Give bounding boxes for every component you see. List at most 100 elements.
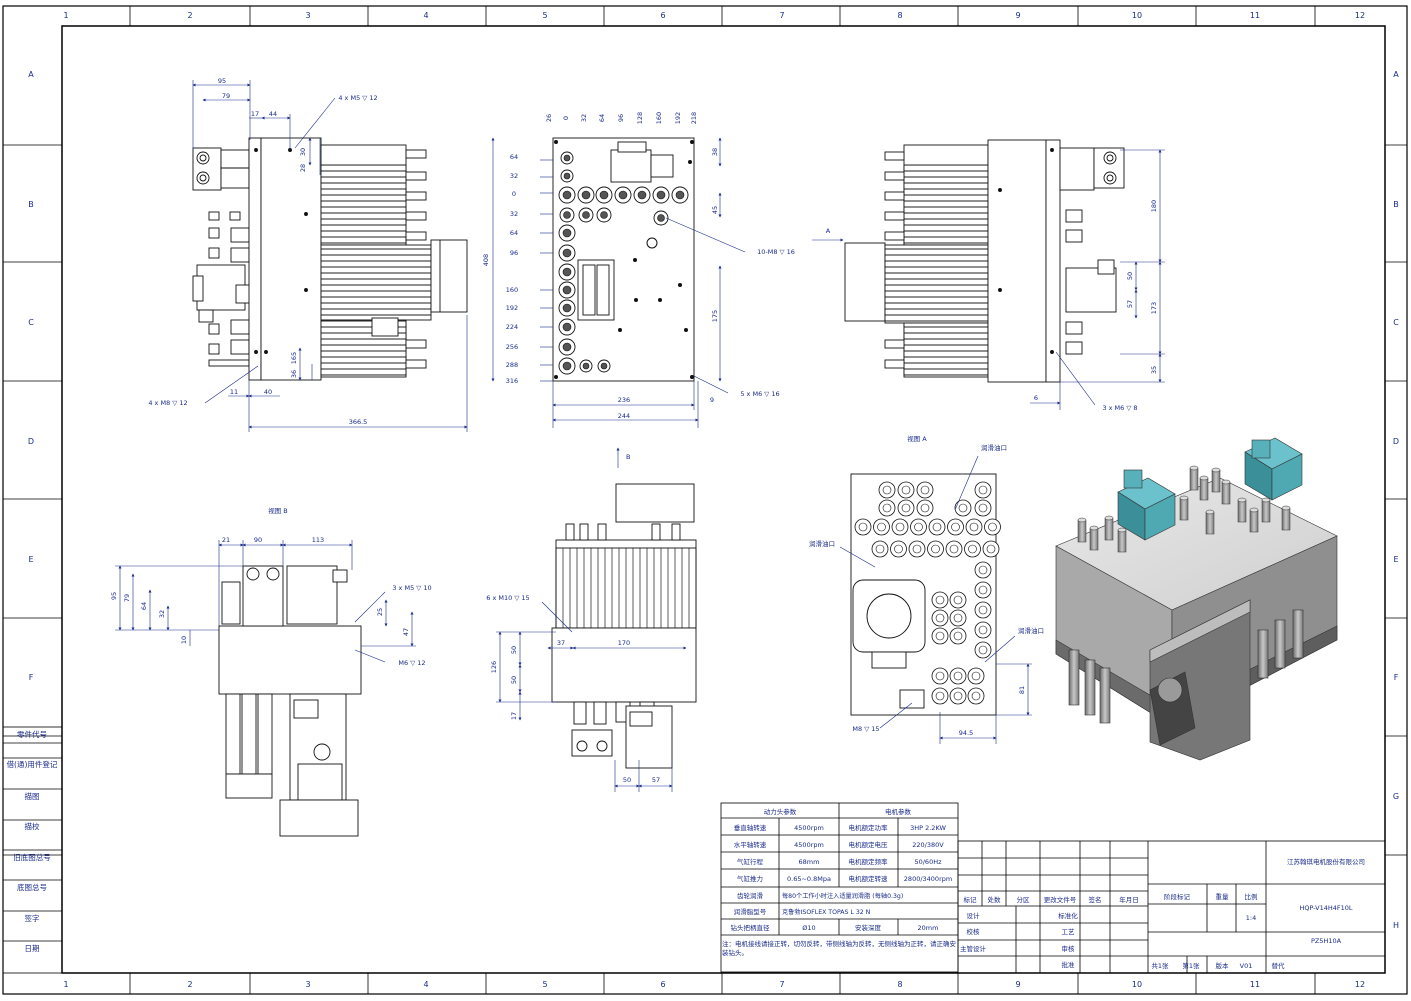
sign-label: 设计: [967, 911, 981, 920]
col-label: 12: [1355, 980, 1365, 989]
col-label: 8: [897, 11, 902, 20]
rev-header: 标记: [964, 895, 978, 904]
spindle-core: [562, 361, 572, 371]
param-cell: 电机额定功率: [849, 823, 889, 832]
dim-36: 36: [290, 370, 298, 378]
bolt-hole: [554, 140, 558, 144]
dim: 26: [545, 114, 553, 122]
col-label: 7: [779, 11, 784, 20]
view-a-title: 视图 A: [907, 434, 927, 443]
spindle-core: [563, 211, 571, 219]
sheet-total: 共1张: [1151, 961, 1169, 970]
dim-21: 21: [222, 536, 230, 544]
row-label: A: [1393, 70, 1399, 79]
dim-236: 236: [618, 396, 630, 404]
spindle-core: [953, 595, 963, 605]
sheet-number: 第1张: [1182, 961, 1200, 970]
dim: 38: [711, 148, 719, 156]
replace-label: 替代: [1272, 961, 1286, 970]
scale-value: 1:4: [1246, 914, 1256, 922]
spindle-post-top: [1237, 497, 1247, 503]
param-cell: Ø10: [802, 924, 815, 932]
col-label: 9: [1015, 11, 1020, 20]
dim: 96: [617, 114, 625, 122]
spindle-core: [894, 544, 903, 554]
callout-10-M8: 10-M8 ▽ 16: [757, 248, 795, 256]
spindle-core: [581, 190, 591, 200]
dim: 288: [506, 361, 518, 369]
rev-header: 分区: [1017, 895, 1031, 904]
bolt-hole: [633, 258, 637, 262]
dim-28: 28: [299, 164, 307, 172]
spindle-post: [1261, 499, 1271, 523]
param-cell: 0.65~0.8Mpa: [787, 875, 831, 883]
col-label: 7: [779, 980, 784, 989]
bolt-hole: [688, 160, 692, 164]
dim-50a: 50: [510, 646, 518, 654]
row-label: D: [28, 437, 34, 446]
spindle-core: [657, 214, 665, 222]
dim-95b: 95: [110, 592, 118, 600]
side-table-label: 描图: [25, 791, 40, 801]
view-b-dims: [115, 540, 416, 663]
plan-view-top-dims: [491, 137, 746, 428]
col-label: 11: [1250, 980, 1260, 989]
dim: 192: [674, 112, 682, 124]
company-name: 江苏翰琪电机股份有限公司: [1287, 857, 1365, 866]
view-arrow-b-label: B: [626, 453, 630, 461]
spindle-core: [949, 544, 959, 554]
side-view-left-dims: [192, 80, 468, 432]
dim-79: 79: [222, 92, 230, 100]
bolt-hole: [684, 328, 688, 332]
spindle-core: [971, 671, 981, 681]
view-b-title: 视图 B: [268, 506, 288, 515]
dim-244: 244: [618, 412, 630, 420]
spindle-core: [969, 522, 979, 532]
sign-label: 主管设计: [960, 944, 987, 953]
dim: 256: [506, 343, 518, 351]
dim-165: 165: [290, 352, 298, 364]
param-cell: 20mm: [918, 924, 939, 932]
dim-44: 44: [269, 110, 277, 118]
spindle-core: [562, 342, 572, 352]
row-label: F: [29, 673, 34, 682]
spindle-core: [618, 190, 628, 200]
stage-label: 阶段标记: [1164, 892, 1191, 901]
lube-port-label: 润滑油口: [809, 539, 835, 548]
col-label: 12: [1355, 11, 1365, 20]
row-label: B: [28, 200, 34, 209]
dim: 160: [506, 286, 518, 294]
col-label: 6: [660, 11, 665, 20]
param-cell: 安装深度: [855, 923, 882, 932]
spindle-core: [656, 190, 666, 200]
dim: 128: [636, 112, 644, 124]
dim-94-5: 94.5: [959, 729, 973, 737]
param-cell: 3HP 2.2KW: [910, 824, 946, 832]
row-label: C: [1393, 318, 1399, 327]
spindle-post: [1249, 509, 1259, 533]
sign-label: 校核: [967, 927, 981, 936]
dim: 64: [510, 229, 518, 237]
bolt-hole: [554, 375, 558, 379]
param-cell: 电机额定频率: [849, 857, 889, 866]
spindle-post: [1077, 519, 1087, 543]
dim-10b: 10: [180, 636, 188, 644]
row-label: E: [28, 555, 33, 564]
param-cell: 220/380V: [912, 841, 944, 849]
spindle-core: [858, 522, 868, 532]
dim: 32: [510, 210, 518, 218]
spindle-core: [562, 190, 572, 200]
dim-90: 90: [254, 536, 262, 544]
spindle-core: [978, 625, 988, 635]
version-value: V01: [1240, 962, 1253, 970]
param-grease-value: 克鲁勃ISOFLEX TOPAS L 32 N: [782, 908, 871, 916]
row-label: B: [1393, 200, 1399, 209]
dim-180: 180: [1150, 200, 1158, 212]
col-label: 9: [1015, 980, 1020, 989]
bolt-hole: [690, 140, 694, 144]
spindle-core: [562, 322, 572, 332]
dim-126: 126: [490, 661, 498, 673]
dim-50b: 50: [510, 676, 518, 684]
col-label: 3: [305, 11, 310, 20]
dim: 224: [506, 323, 518, 331]
